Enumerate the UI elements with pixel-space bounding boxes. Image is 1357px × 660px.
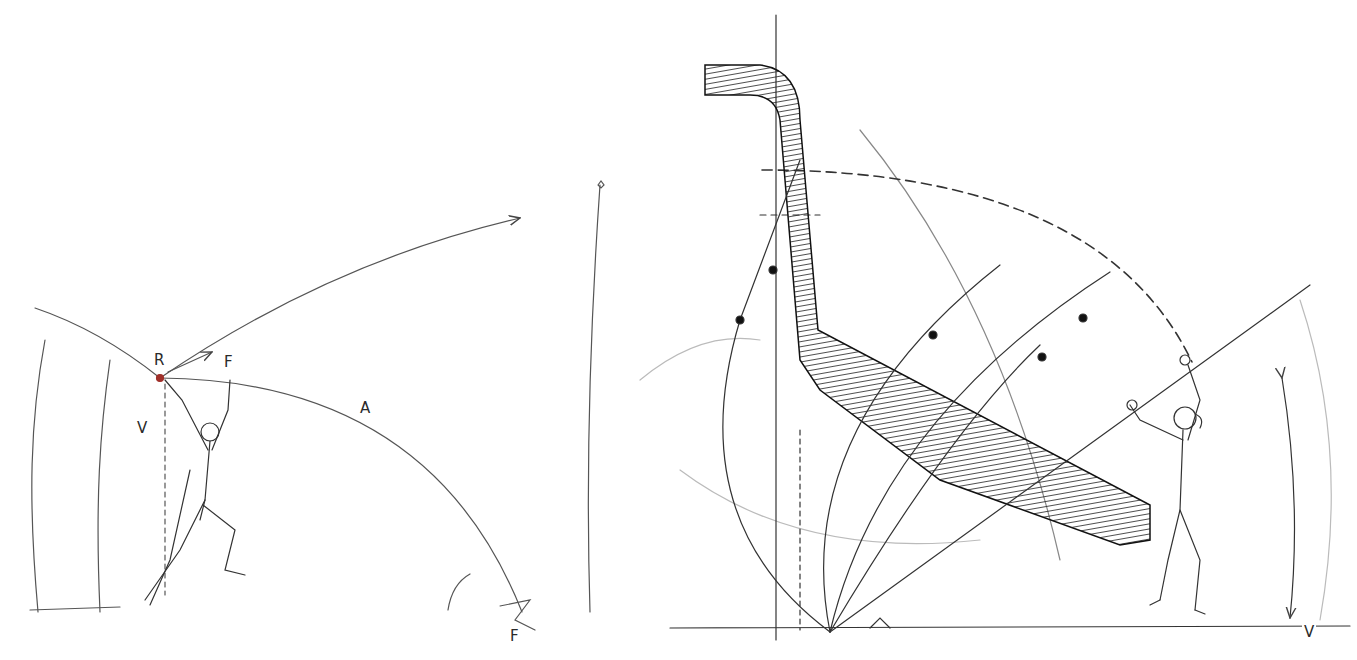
sketch-letter: V — [135, 420, 149, 437]
sketch-letter: F — [222, 354, 235, 371]
sketch-letter: V — [1302, 624, 1316, 641]
sketch-letter: A — [358, 400, 372, 417]
sketch-letter: R — [152, 352, 166, 369]
sketch-letter: F — [508, 628, 521, 645]
